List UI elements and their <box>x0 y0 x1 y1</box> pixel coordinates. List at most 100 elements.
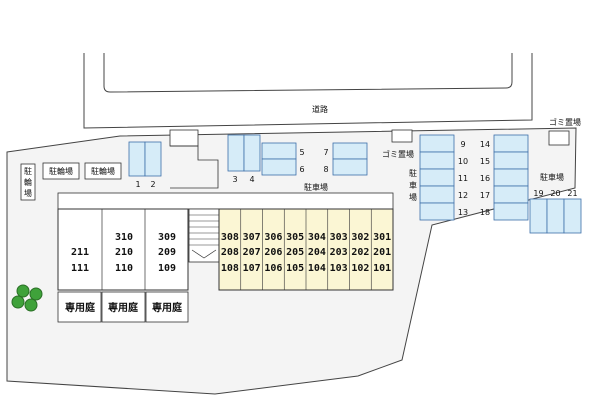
parking-label-8: 8 <box>323 165 328 174</box>
parking-slot-8 <box>332 158 368 176</box>
parking-right-label: 駐車場 <box>540 172 564 182</box>
parking-label-1: 1 <box>135 180 140 189</box>
parking-group-19-21 <box>529 198 582 234</box>
parking-label-13: 13 <box>458 208 468 217</box>
garbage-box-mid <box>391 129 413 143</box>
parking-label-9: 9 <box>460 140 465 149</box>
private-gardens <box>57 291 189 323</box>
unit-105: 105 <box>286 263 304 274</box>
parking-group-9-13 <box>419 134 455 221</box>
parking-slot-2 <box>144 141 162 177</box>
parking-label-7: 7 <box>323 148 328 157</box>
private-garden-box-2 <box>101 291 146 323</box>
unit-308: 308 <box>221 232 239 243</box>
bicycle-parking-box-1 <box>42 162 80 180</box>
tree-icon <box>11 295 25 309</box>
parking-vertical-char-2: 車 <box>409 180 417 190</box>
private-garden-label-2: 専用庭 <box>108 301 139 314</box>
unit-206: 206 <box>264 247 282 258</box>
tree-icon <box>16 284 30 298</box>
parking-label-21: 21 <box>567 189 577 198</box>
parking-slot-10 <box>419 151 455 170</box>
building-right-dividers <box>240 209 372 290</box>
unit-202: 202 <box>351 247 369 258</box>
unit-301: 301 <box>373 232 391 243</box>
unit-201: 201 <box>373 247 391 258</box>
parking-label-2: 2 <box>150 180 155 189</box>
bicycle-vertical-char-1: 駐 <box>24 166 32 176</box>
parking-group-14-18 <box>493 134 529 221</box>
staircase <box>188 208 220 263</box>
parking-slot-12 <box>419 185 455 204</box>
parking-slot-13 <box>419 202 455 221</box>
garbage-label-top: ゴミ置場 <box>549 117 581 127</box>
private-garden-box-3 <box>145 291 189 323</box>
private-garden-label-1: 専用庭 <box>65 301 96 314</box>
unit-109: 109 <box>158 263 176 274</box>
entry-block-top <box>169 129 199 147</box>
parking-slot-7 <box>332 142 368 160</box>
parking-slot-20 <box>546 198 565 234</box>
unit-203: 203 <box>330 247 348 258</box>
parking-slot-9 <box>419 134 455 153</box>
road-boundary <box>83 53 533 129</box>
entry-path <box>170 145 219 189</box>
parking-label-19: 19 <box>533 189 543 198</box>
unit-207: 207 <box>243 247 261 258</box>
unit-111: 111 <box>71 263 89 274</box>
unit-103: 103 <box>330 263 348 274</box>
parking-vertical-char-1: 駐 <box>409 168 417 178</box>
private-garden-box-1 <box>57 291 102 323</box>
unit-101: 101 <box>373 263 391 274</box>
tree-icon <box>24 298 38 312</box>
parking-label-6: 6 <box>299 165 304 174</box>
bicycle-parking-label-2: 駐輪場 <box>91 166 115 176</box>
trees <box>11 284 43 312</box>
building-corridor <box>57 192 394 210</box>
unit-208: 208 <box>221 247 239 258</box>
parking-label-18: 18 <box>480 208 490 217</box>
tree-icon <box>29 287 43 301</box>
unit-303: 303 <box>330 232 348 243</box>
unit-204: 204 <box>308 247 326 258</box>
parking-group-3-4 <box>227 134 261 172</box>
garbage-box-top <box>548 130 570 146</box>
parking-slot-16 <box>493 168 529 187</box>
unit-304: 304 <box>308 232 326 243</box>
parking-label-12: 12 <box>458 191 468 200</box>
road-label: 道路 <box>312 104 328 114</box>
bicycle-parking-vertical-box <box>20 163 36 201</box>
parking-label-14: 14 <box>480 140 490 149</box>
unit-205: 205 <box>286 247 304 258</box>
bicycle-parking-box-2 <box>84 162 122 180</box>
parking-slot-15 <box>493 151 529 170</box>
unit-305: 305 <box>286 232 304 243</box>
unit-104: 104 <box>308 263 326 274</box>
parking-slot-1 <box>128 141 146 177</box>
parking-label-20: 20 <box>550 189 560 198</box>
unit-106: 106 <box>264 263 282 274</box>
parking-label-10: 10 <box>458 157 468 166</box>
road-inner-line <box>103 53 513 93</box>
parking-vertical-char-3: 場 <box>409 192 417 202</box>
unit-110: 110 <box>115 263 133 274</box>
unit-302: 302 <box>351 232 369 243</box>
parking-group-1-2 <box>128 141 162 177</box>
parking-label-17: 17 <box>480 191 490 200</box>
garbage-label-mid: ゴミ置場 <box>382 149 414 159</box>
unit-107: 107 <box>243 263 261 274</box>
parking-label-5: 5 <box>299 148 304 157</box>
parking-label-4: 4 <box>249 175 254 184</box>
parking-slot-17 <box>493 185 529 204</box>
parking-label-3: 3 <box>232 175 237 184</box>
parking-slot-11 <box>419 168 455 187</box>
private-garden-label-3: 専用庭 <box>152 301 183 314</box>
unit-108: 108 <box>221 263 239 274</box>
bicycle-vertical-char-2: 輪 <box>24 177 32 187</box>
unit-210: 210 <box>115 247 133 258</box>
parking-label-16: 16 <box>480 174 490 183</box>
parking-slot-18 <box>493 202 529 221</box>
unit-310: 310 <box>115 232 133 243</box>
